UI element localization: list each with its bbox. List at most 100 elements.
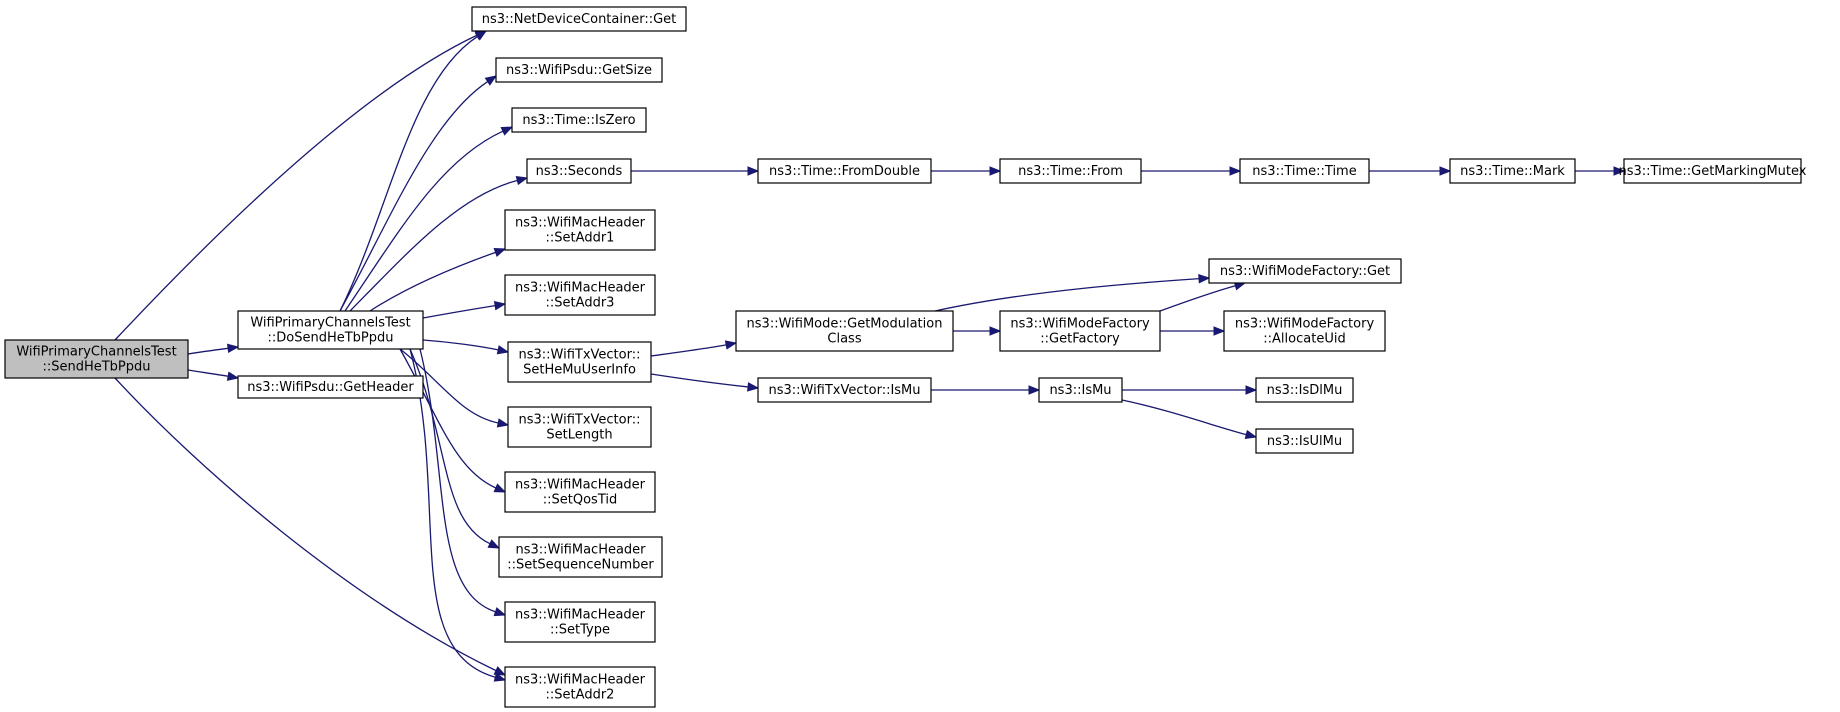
node-setaddr2[interactable]: ns3::WifiMacHeader::SetAddr2 bbox=[504, 666, 656, 708]
node-box bbox=[495, 57, 663, 83]
node-setqos[interactable]: ns3::WifiMacHeader::SetQosTid bbox=[504, 471, 656, 513]
node-box bbox=[507, 406, 652, 448]
edge-dosend-to-seconds bbox=[349, 175, 529, 312]
node-box bbox=[1255, 377, 1354, 403]
node-label: WifiPrimaryChannelsTest bbox=[250, 316, 410, 331]
edge-dosend-to-getsize bbox=[339, 75, 498, 312]
edge-line bbox=[422, 339, 499, 351]
edge-dosend-to-setaddr2 bbox=[409, 348, 507, 682]
edge-line bbox=[187, 369, 229, 377]
edge-line bbox=[422, 304, 496, 319]
arrowhead bbox=[500, 126, 514, 136]
node-box bbox=[735, 310, 954, 352]
node-box bbox=[4, 339, 189, 379]
node-label: ns3::WifiModeFactory bbox=[1010, 317, 1150, 332]
node-label: ::SendHeTbPpdu bbox=[42, 360, 150, 375]
node-box bbox=[471, 6, 687, 32]
arrowhead bbox=[493, 607, 507, 617]
node-label: ns3::WifiTxVector::IsMu bbox=[768, 383, 920, 398]
node-settype[interactable]: ns3::WifiMacHeader::SetType bbox=[504, 601, 656, 643]
arrowhead bbox=[226, 371, 240, 381]
node-box bbox=[999, 310, 1161, 352]
node-label: ns3::WifiPsdu::GetHeader bbox=[247, 380, 414, 395]
node-label: ns3::Time::From bbox=[1018, 164, 1123, 179]
node-box bbox=[1449, 158, 1576, 184]
node-setaddr3[interactable]: ns3::WifiMacHeader::SetAddr3 bbox=[504, 274, 656, 316]
edge-send-to-getheader bbox=[187, 369, 240, 381]
arrowhead bbox=[1244, 429, 1258, 440]
node-ismu[interactable]: ns3::IsMu bbox=[1038, 377, 1123, 403]
node-mutex[interactable]: ns3::Time::GetMarkingMutex bbox=[1619, 158, 1807, 184]
edge-ismu-to-isulmu bbox=[1121, 399, 1258, 440]
node-setaddr1[interactable]: ns3::WifiMacHeader::SetAddr1 bbox=[504, 209, 656, 251]
node-isulmu[interactable]: ns3::IsUlMu bbox=[1255, 428, 1354, 454]
arrowhead bbox=[1213, 326, 1226, 336]
node-mark[interactable]: ns3::Time::Mark bbox=[1449, 158, 1576, 184]
edge-line bbox=[339, 35, 478, 312]
arrowhead bbox=[1028, 385, 1041, 395]
node-getfactory[interactable]: ns3::WifiModeFactory::GetFactory bbox=[999, 310, 1161, 352]
node-box bbox=[511, 107, 647, 133]
arrowhead bbox=[493, 483, 507, 493]
node-txismu[interactable]: ns3::WifiTxVector::IsMu bbox=[757, 377, 932, 403]
arrowhead bbox=[487, 539, 501, 549]
node-label: ::SetSequenceNumber bbox=[507, 558, 654, 573]
node-factget[interactable]: ns3::WifiModeFactory::Get bbox=[1208, 258, 1402, 284]
node-box bbox=[1255, 428, 1354, 454]
node-timetime[interactable]: ns3::Time::Time bbox=[1239, 158, 1370, 184]
node-from[interactable]: ns3::Time::From bbox=[999, 158, 1142, 184]
arrowhead bbox=[493, 248, 507, 257]
node-label: ns3::Time::FromDouble bbox=[769, 164, 920, 179]
edge-dosend-to-settype bbox=[419, 348, 507, 617]
node-label: ::SetQosTid bbox=[543, 493, 617, 508]
arrowhead bbox=[474, 30, 488, 41]
node-box bbox=[757, 158, 932, 184]
edge-sethemu-to-txismu bbox=[650, 373, 760, 392]
node-label: ns3::IsUlMu bbox=[1267, 434, 1342, 449]
arrowhead bbox=[1198, 273, 1211, 284]
node-label: ns3::WifiMacHeader bbox=[515, 608, 646, 623]
node-box bbox=[507, 341, 652, 383]
node-isdlmu[interactable]: ns3::IsDlMu bbox=[1255, 377, 1354, 403]
node-box bbox=[237, 375, 424, 399]
node-setseq[interactable]: ns3::WifiMacHeader::SetSequenceNumber bbox=[498, 536, 663, 578]
edge-send-to-setaddr2 bbox=[114, 377, 507, 676]
arrowhead bbox=[484, 75, 498, 86]
node-send[interactable]: WifiPrimaryChannelsTest::SendHeTbPpdu bbox=[4, 339, 189, 379]
node-iszero[interactable]: ns3::Time::IsZero bbox=[511, 107, 647, 133]
node-allocuid[interactable]: ns3::WifiModeFactory::AllocateUid bbox=[1223, 310, 1386, 352]
edge-fromdouble-to-from bbox=[930, 166, 1002, 176]
arrowhead bbox=[515, 175, 529, 186]
node-fromdouble[interactable]: ns3::Time::FromDouble bbox=[757, 158, 932, 184]
node-box bbox=[526, 158, 632, 184]
node-sethemu[interactable]: ns3::WifiTxVector::SetHeMuUserInfo bbox=[507, 341, 652, 383]
node-seconds[interactable]: ns3::Seconds bbox=[526, 158, 632, 184]
node-label: ns3::WifiMacHeader bbox=[515, 478, 646, 493]
node-label: ::GetFactory bbox=[1040, 332, 1120, 347]
node-box bbox=[1223, 310, 1386, 352]
arrowhead bbox=[747, 382, 760, 392]
node-setlength[interactable]: ns3::WifiTxVector::SetLength bbox=[507, 406, 652, 448]
edge-send-to-dosend bbox=[187, 343, 240, 355]
node-label: ns3::WifiTxVector:: bbox=[518, 413, 640, 428]
edge-line bbox=[344, 130, 504, 312]
edge-getmod-to-getfactory bbox=[953, 326, 1002, 336]
node-label: ns3::NetDeviceContainer::Get bbox=[482, 12, 677, 27]
edge-getmod-to-factget bbox=[934, 273, 1211, 312]
node-netdevget[interactable]: ns3::NetDeviceContainer::Get bbox=[471, 6, 687, 32]
node-getsize[interactable]: ns3::WifiPsdu::GetSize bbox=[495, 57, 663, 83]
node-label: Class bbox=[827, 332, 861, 347]
node-box bbox=[498, 536, 663, 578]
node-label: ns3::WifiModeFactory::Get bbox=[1220, 264, 1390, 279]
arrowhead bbox=[493, 666, 507, 676]
node-dosend[interactable]: WifiPrimaryChannelsTest::DoSendHeTbPpdu bbox=[237, 310, 424, 350]
node-getheader[interactable]: ns3::WifiPsdu::GetHeader bbox=[237, 375, 424, 399]
arrowhead bbox=[1229, 166, 1242, 176]
node-label: ::SetAddr2 bbox=[546, 688, 615, 703]
node-label: ::AllocateUid bbox=[1263, 332, 1345, 347]
node-label: ns3::WifiMacHeader bbox=[515, 543, 646, 558]
node-box bbox=[237, 310, 424, 350]
edge-dosend-to-netdevget bbox=[339, 30, 488, 312]
